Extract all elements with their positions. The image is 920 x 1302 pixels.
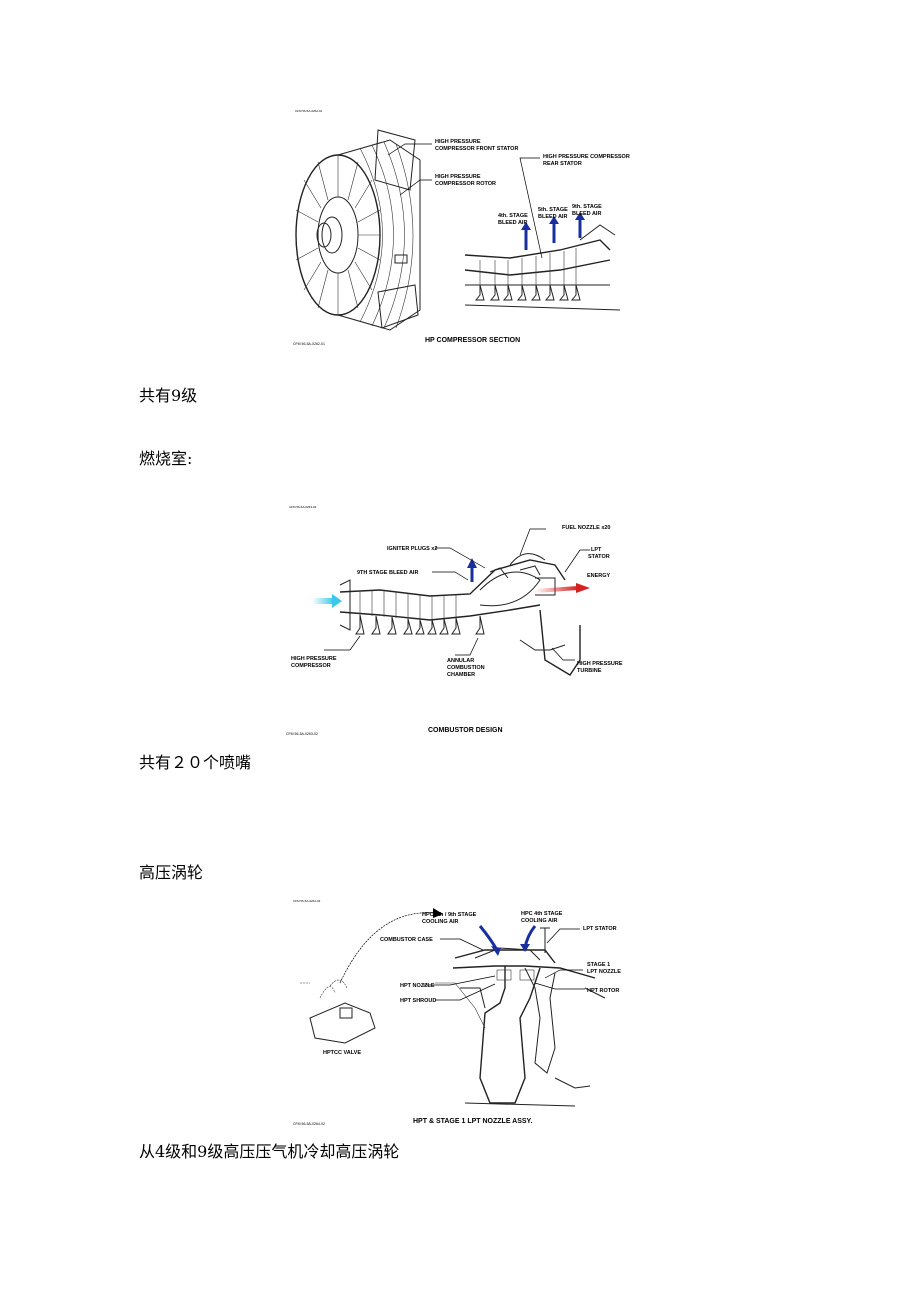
label-rotor-1: HIGH PRESSURE <box>435 174 481 180</box>
label-fuel-nozzle: FUEL NOZZLE x20 <box>562 525 611 531</box>
figure2-code-bottom: CFM 56-5A-0263-02 <box>286 732 318 736</box>
label-stage1-1: STAGE 1 <box>587 962 610 968</box>
label-hpc49-2: COOLING AIR <box>422 919 458 925</box>
bleed-air-arrows <box>521 212 585 250</box>
label-hpc-2: COMPRESSOR <box>291 663 331 669</box>
label-front-stator-2: COMPRESSOR FRONT STATOR <box>435 146 518 152</box>
label-bleed4-1: 4th. STAGE <box>498 213 528 219</box>
label-stage1-2: LPT NOZZLE <box>587 969 621 975</box>
figure3-caption: HPT & STAGE 1 LPT NOZZLE ASSY. <box>413 1118 532 1125</box>
figure1-leader-lines <box>387 143 543 259</box>
combustor-cross-section-illustration <box>339 553 581 676</box>
figure3-leader-lines <box>423 928 585 1001</box>
curved-arrow <box>339 908 443 984</box>
label-bleed9-2: BLEED AIR <box>572 211 601 217</box>
label-lpt-stator: LPT STATOR <box>583 926 617 932</box>
inlet-air-arrow <box>312 594 342 608</box>
figure3-code-bottom: CFM 56-5A-0264-02 <box>293 1122 325 1126</box>
figure2-leader-lines <box>324 528 590 661</box>
hptcc-valve-illustration <box>300 979 376 1044</box>
label-rear-stator-2: REAR STATOR <box>543 161 582 167</box>
figure1-caption: HP COMPRESSOR SECTION <box>425 337 520 344</box>
label-bleed9-1: 9th. STAGE <box>572 204 602 210</box>
label-front-stator-1: HIGH PRESSURE <box>435 139 481 145</box>
label-annular-3: CHAMBER <box>447 672 475 678</box>
label-bleed5-2: BLEED AIR <box>538 214 567 220</box>
label-energy: ENERGY <box>587 573 611 579</box>
combustor-design-figure: CFM 56-5A-0263-02 <box>280 500 640 740</box>
cooling-air-arrows <box>478 925 537 956</box>
label-hpt-nozzle: HPT NOZZLE <box>400 983 435 989</box>
hp-compressor-cross-section-illustration <box>464 224 621 311</box>
label-lpt-1: LPT <box>591 547 602 553</box>
figure1-code: CFM 56-5A-0262-01 <box>295 109 323 113</box>
label-lpt-2: STATOR <box>588 554 610 560</box>
label-hptcc: HPTCC VALVE <box>323 1050 361 1056</box>
paragraph-stages: 共有9级 <box>139 386 198 405</box>
label-bleed9: 9TH STAGE BLEED AIR <box>357 570 418 576</box>
label-hpc4-2: COOLING AIR <box>521 918 557 924</box>
figure2-caption: COMBUSTOR DESIGN <box>428 727 503 734</box>
label-rotor-2: COMPRESSOR ROTOR <box>435 181 496 187</box>
energy-arrow <box>534 583 590 593</box>
figure2-code: CFM 56-5A-0263-02 <box>289 505 317 509</box>
hp-compressor-casing-illustration <box>374 129 419 329</box>
hp-compressor-figure: CFM 56-5A-0262-01 <box>280 100 640 355</box>
label-hpc49-1: HPC 4th / 9th STAGE <box>422 912 477 918</box>
paragraph-hpt-heading: 高压涡轮 <box>139 863 204 882</box>
label-hpt-shroud: HPT SHROUD <box>400 998 436 1004</box>
hpt-drawing: CFM 56-5A-0264-02 <box>293 899 621 1126</box>
paragraph-nozzles: 共有２０个喷嘴 <box>139 753 252 772</box>
label-combustor-case: COMBUSTOR CASE <box>380 937 433 943</box>
label-hpc-1: HIGH PRESSURE <box>291 656 337 662</box>
label-rear-stator-1: HIGH PRESSURE COMPRESSOR <box>543 154 630 160</box>
label-bleed4-2: BLEED AIR <box>498 220 527 226</box>
label-annular-1: ANNULAR <box>447 658 474 664</box>
hp-compressor-drawing: CFM 56-5A-0262-01 <box>293 109 630 346</box>
label-annular-2: COMBUSTION <box>447 665 485 671</box>
label-igniter: IGNITER PLUGS x2 <box>387 546 437 552</box>
label-bleed5-1: 5th. STAGE <box>538 207 568 213</box>
paragraph-cooling: 从4级和9级高压压气机冷却高压涡轮 <box>139 1142 400 1161</box>
figure1-code-bottom: CFM 56-5A-0262-01 <box>293 342 325 346</box>
label-hpt-rotor: HPT ROTOR <box>587 988 619 994</box>
hpt-cross-section-illustration <box>435 927 606 1107</box>
combustor-drawing: CFM 56-5A-0263-02 <box>286 505 623 736</box>
figure3-code: CFM 56-5A-0264-02 <box>293 899 321 903</box>
label-hpt-1: HIGH PRESSURE <box>577 661 623 667</box>
label-hpc4-1: HPC 4th STAGE <box>521 911 563 917</box>
hpt-nozzle-figure: CFM 56-5A-0264-02 <box>285 888 635 1133</box>
hp-compressor-rotor-illustration <box>295 139 421 331</box>
paragraph-combustor-heading: 燃烧室: <box>139 449 193 468</box>
bleed-air-arrow <box>467 558 477 582</box>
label-hpt-2: TURBINE <box>577 668 602 674</box>
